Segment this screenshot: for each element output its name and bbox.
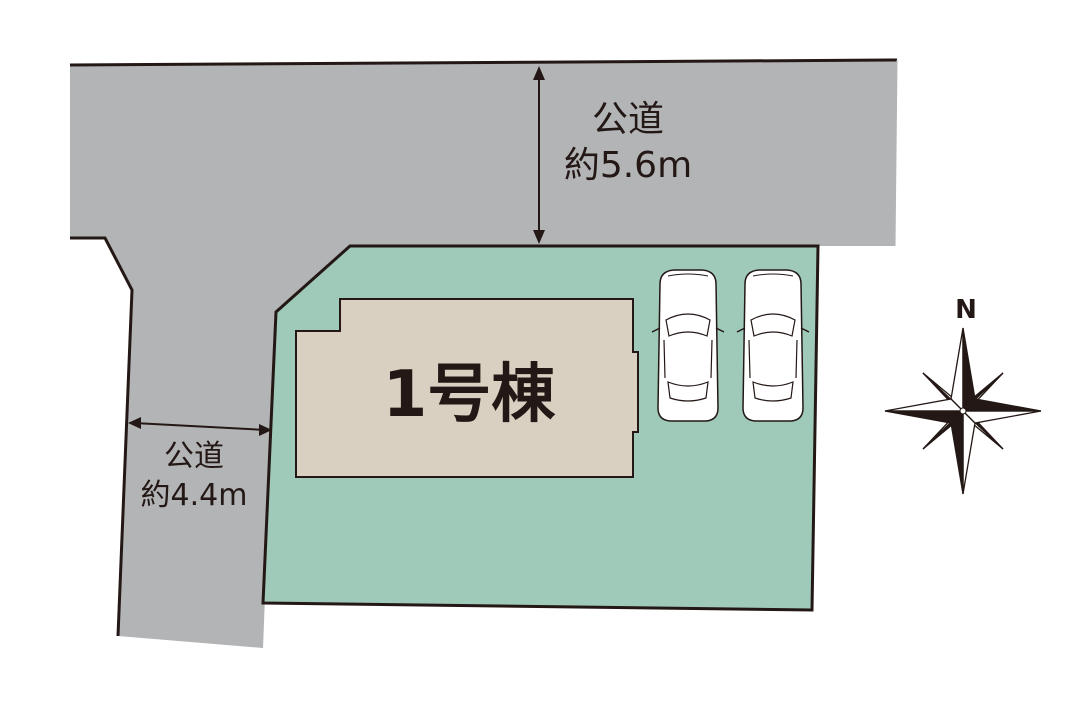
car-top-view-icon — [651, 269, 725, 422]
arrow-up-icon — [533, 66, 545, 80]
car-top-view-icon — [736, 269, 810, 422]
main-road-top-edge — [69, 58, 898, 67]
parking-area — [651, 269, 810, 422]
main-road-right-edge — [894, 59, 898, 247]
building-label: 1号棟 — [383, 358, 557, 432]
arrow-down-icon — [533, 230, 545, 244]
main-road-width: 約5.6m — [564, 145, 692, 186]
main-road-name: 公道 — [592, 99, 664, 140]
side-road-width-dimension — [128, 417, 272, 436]
roads — [69, 58, 898, 648]
compass-north-label: N — [955, 295, 977, 325]
side-road-name: 公道 — [164, 439, 224, 474]
main-road-width-dimension — [533, 66, 545, 244]
arrow-left-icon — [128, 417, 141, 429]
side-road-left-edge — [70, 236, 134, 637]
side-road-width: 約4.4m — [141, 478, 248, 513]
building-footprint — [295, 298, 639, 478]
compass-rose-icon — [884, 327, 1042, 495]
arrow-right-icon — [259, 424, 272, 436]
main-road — [70, 60, 897, 648]
